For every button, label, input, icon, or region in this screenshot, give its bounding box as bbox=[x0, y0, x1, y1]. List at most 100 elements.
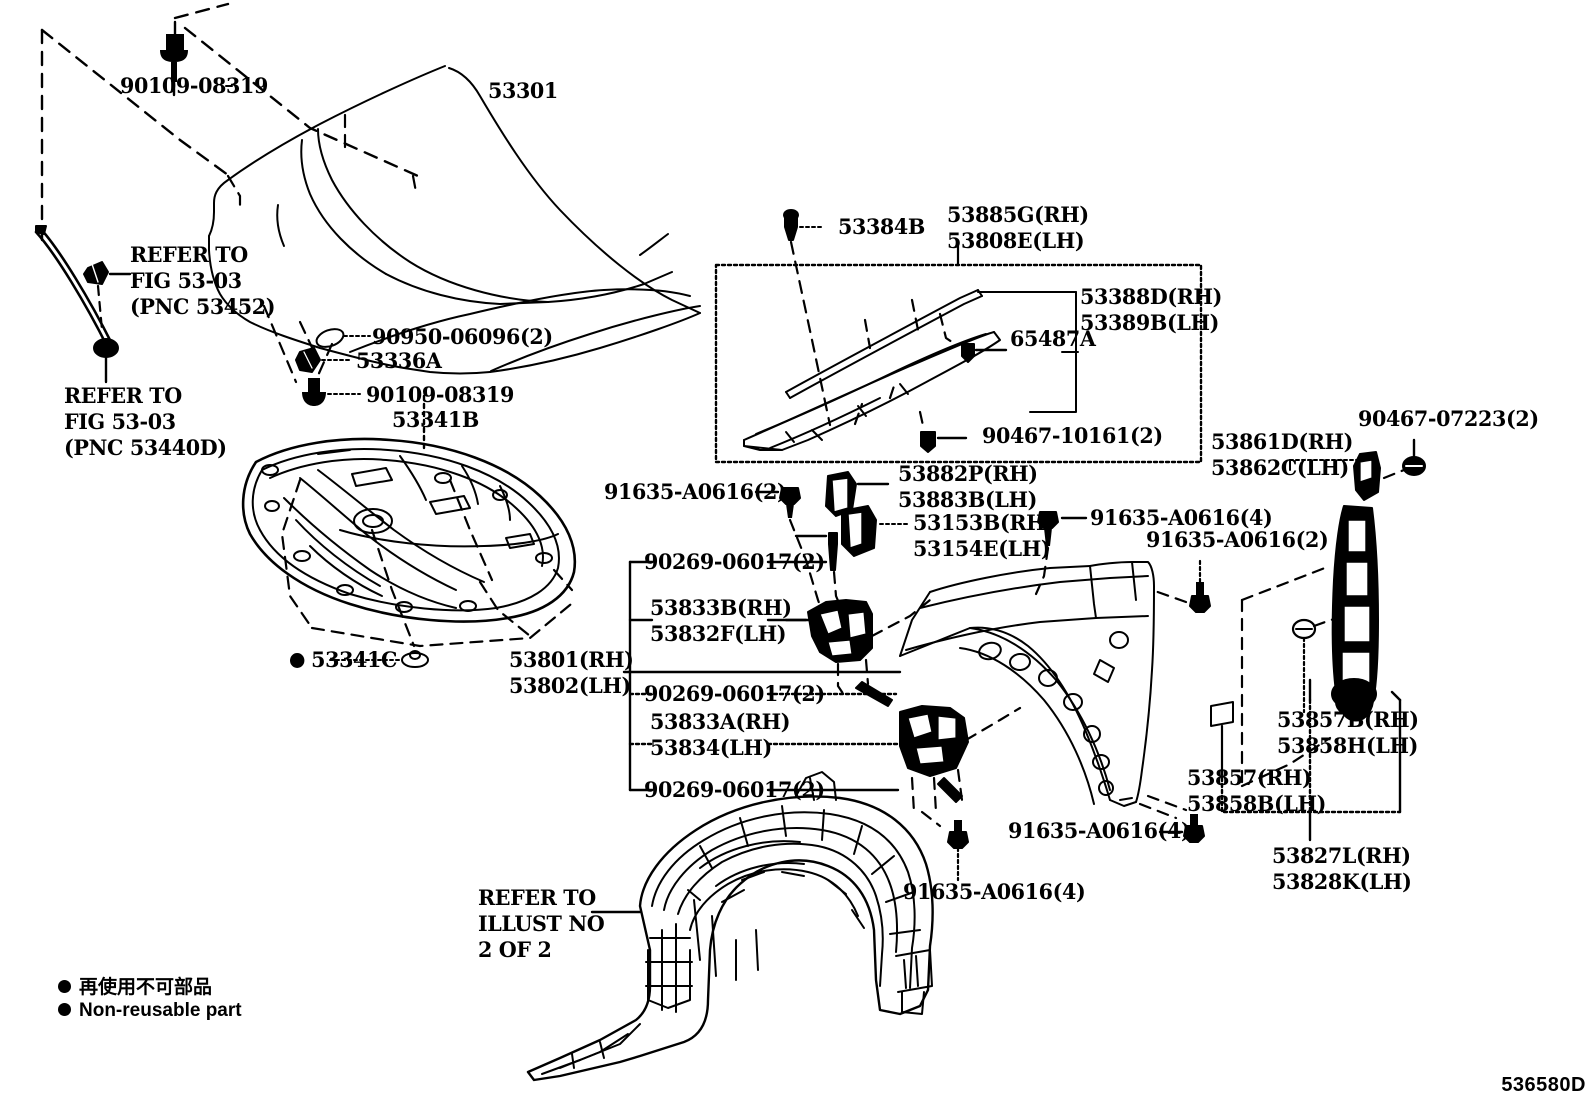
bracket-53833a-art bbox=[899, 705, 969, 777]
mudguard-53827l-art bbox=[1331, 505, 1379, 722]
refer-illust-line1: REFER TO bbox=[478, 886, 596, 911]
retainer-53861d-art bbox=[1353, 451, 1381, 501]
legend-item-en: Non-reusable part bbox=[58, 1000, 242, 1022]
label-hood-panel: 53301 bbox=[488, 79, 558, 104]
refer-53440d-line3: (PNC 53440D) bbox=[64, 436, 227, 461]
clip-90950-art bbox=[315, 328, 345, 348]
bracket-53833a-lh: 53834(LH) bbox=[650, 736, 772, 761]
refer-illust-line3: 2 OF 2 bbox=[478, 938, 552, 963]
label-clip-53384b: 53384B bbox=[838, 215, 925, 240]
mudguard-53827l-lh: 53828K(LH) bbox=[1272, 870, 1412, 895]
bracket-53833b-rh: 53833B(RH) bbox=[650, 596, 792, 621]
seal-53857b-lh: 53858H(LH) bbox=[1277, 734, 1419, 759]
refer-illust-line2: ILLUST NO bbox=[478, 912, 605, 937]
label-hood-seal-53336a: 53336A bbox=[356, 349, 442, 374]
label-mudguard-53827l: 53827L(RH) 53828K(LH) bbox=[1272, 844, 1412, 896]
refer-53440d-line1: REFER TO bbox=[64, 384, 182, 409]
label-clip-91635-upper: 91635-A0616(2) bbox=[604, 480, 787, 505]
seal-53153b-art bbox=[841, 505, 877, 557]
diagram-doc-number: 536580D bbox=[1501, 1074, 1586, 1096]
label-fender-panel: 53801(RH) 53802(LH) bbox=[509, 648, 634, 700]
insulator-clip-code: 53341C bbox=[311, 648, 398, 673]
label-screw-90467-07223: 90467-07223(2) bbox=[1358, 407, 1539, 432]
cowl-panel-art bbox=[743, 331, 1001, 451]
clip-53857-art bbox=[1291, 618, 1317, 640]
part-53336a-art bbox=[295, 347, 321, 373]
label-clip-91635-lower-left: 91635-A0616(4) bbox=[903, 880, 1086, 905]
retainer-53861d-lh: 53862C(LH) bbox=[1211, 456, 1349, 481]
mudguard-53827l-rh: 53827L(RH) bbox=[1272, 844, 1411, 869]
label-bracket-53833b: 53833B(RH) 53832F(LH) bbox=[650, 596, 792, 648]
label-cowl-seal: 53388D(RH) 53389B(LH) bbox=[1080, 285, 1222, 337]
label-refer-illust: REFER TO ILLUST NO 2 OF 2 bbox=[478, 886, 605, 964]
cowl-seal-lh: 53389B(LH) bbox=[1080, 311, 1219, 336]
fender-seal-rh: 53153B(RH) bbox=[913, 511, 1055, 536]
screw-90467-07223-art bbox=[1402, 456, 1426, 476]
label-bolt-90109-lower: 90109-08319 bbox=[366, 383, 514, 408]
hood-support-rod-art bbox=[34, 225, 114, 350]
label-clip-91635-right: 91635-A0616(2) bbox=[1146, 528, 1329, 553]
cowl-top-panel-rh: 53885G(RH) bbox=[947, 203, 1089, 228]
bolt-90269-3-art bbox=[937, 777, 963, 803]
label-refer-53440d: REFER TO FIG 53-03 (PNC 53440D) bbox=[64, 384, 227, 462]
label-clip-53857: 53857(RH) 53858B(LH) bbox=[1187, 766, 1326, 818]
clip-53857-rh: 53857(RH) bbox=[1187, 766, 1312, 791]
clip-53452-art bbox=[83, 261, 109, 285]
clip-65487a-art bbox=[961, 343, 975, 363]
label-cowl-top-panel: 53885G(RH) 53808E(LH) bbox=[947, 203, 1089, 255]
label-bolt-hood-hinge-top: 90109-08319 bbox=[120, 74, 268, 99]
legend-en-text: Non-reusable part bbox=[79, 1000, 242, 1021]
legend-item-jp: 再使用不可部品 bbox=[58, 972, 212, 999]
label-bolt-90269-3: 90269-06017(2) bbox=[644, 778, 825, 803]
label-seal-53857b: 53857B(RH) 53858H(LH) bbox=[1277, 708, 1419, 760]
bracket-53833a-rh: 53833A(RH) bbox=[650, 710, 791, 735]
label-refer-53452: REFER TO FIG 53-03 (PNC 53452) bbox=[130, 243, 276, 321]
filled-circle-icon bbox=[58, 1003, 71, 1016]
non-reusable-marker bbox=[290, 653, 305, 668]
clip-91635-right-art bbox=[1189, 582, 1211, 613]
label-fender-seal-53153b: 53153B(RH) 53154E(LH) bbox=[913, 511, 1055, 563]
cowl-seal-rh: 53388D(RH) bbox=[1080, 285, 1223, 310]
refer-53452-line2: FIG 53-03 bbox=[130, 269, 242, 294]
bracket-53833b-art bbox=[807, 599, 873, 663]
cowl-top-panel-lh: 53808E(LH) bbox=[947, 229, 1085, 254]
refer-53452-line3: (PNC 53452) bbox=[130, 295, 276, 320]
screw-90467-10161-art bbox=[920, 431, 936, 453]
fender-panel-lh: 53802(LH) bbox=[509, 674, 631, 699]
fender-pad-rh: 53882P(RH) bbox=[898, 462, 1038, 487]
filled-circle-icon bbox=[58, 980, 71, 993]
clip-91635-lower-left-art bbox=[947, 820, 969, 849]
label-clip-91635-mid: 91635-A0616(4) bbox=[1090, 506, 1273, 531]
hood-bolt-lower-art bbox=[302, 378, 326, 406]
seal-53857b-art bbox=[1331, 678, 1377, 710]
clip-53384b-art bbox=[783, 209, 799, 241]
label-clip-91635-lower-right: 91635-A0616(4) bbox=[1008, 819, 1191, 844]
label-bolt-90269-1: 90269-06017(2) bbox=[644, 550, 825, 575]
label-insulator-clip: 53341C bbox=[290, 648, 397, 673]
refer-53452-line1: REFER TO bbox=[130, 243, 248, 268]
clip-53857-lh: 53858B(LH) bbox=[1187, 792, 1326, 817]
fender-pad-lh: 53883B(LH) bbox=[898, 488, 1037, 513]
legend-jp-text: 再使用不可部品 bbox=[79, 976, 213, 998]
clip-53440d-art bbox=[93, 338, 119, 358]
label-cowl-clip-65487a: 65487A bbox=[1010, 327, 1096, 352]
label-retainer-53861d: 53861D(RH) 53862C(LH) bbox=[1211, 430, 1353, 482]
clip-53341c-art bbox=[401, 650, 429, 668]
pad-53882p-art bbox=[825, 471, 857, 517]
label-hood-insulator: 53341B bbox=[392, 408, 479, 433]
label-screw-90467-10161: 90467-10161(2) bbox=[982, 424, 1163, 449]
bolt-90269-1-art bbox=[828, 532, 838, 571]
label-bracket-53833a: 53833A(RH) 53834(LH) bbox=[650, 710, 791, 762]
bracket-53833b-lh: 53832F(LH) bbox=[650, 622, 787, 647]
label-bolt-90269-2: 90269-06017(2) bbox=[644, 682, 825, 707]
fender-panel-rh: 53801(RH) bbox=[509, 648, 634, 673]
bolt-90269-2-art bbox=[855, 681, 893, 707]
label-clip-90950: 90950-06096(2) bbox=[372, 325, 553, 350]
label-fender-pad-53882p: 53882P(RH) 53883B(LH) bbox=[898, 462, 1038, 514]
fender-panel-art bbox=[899, 561, 1155, 807]
refer-53440d-line2: FIG 53-03 bbox=[64, 410, 176, 435]
fender-seal-lh: 53154E(LH) bbox=[913, 537, 1051, 562]
retainer-53861d-rh: 53861D(RH) bbox=[1211, 430, 1354, 455]
cowl-seal-art bbox=[785, 289, 983, 399]
